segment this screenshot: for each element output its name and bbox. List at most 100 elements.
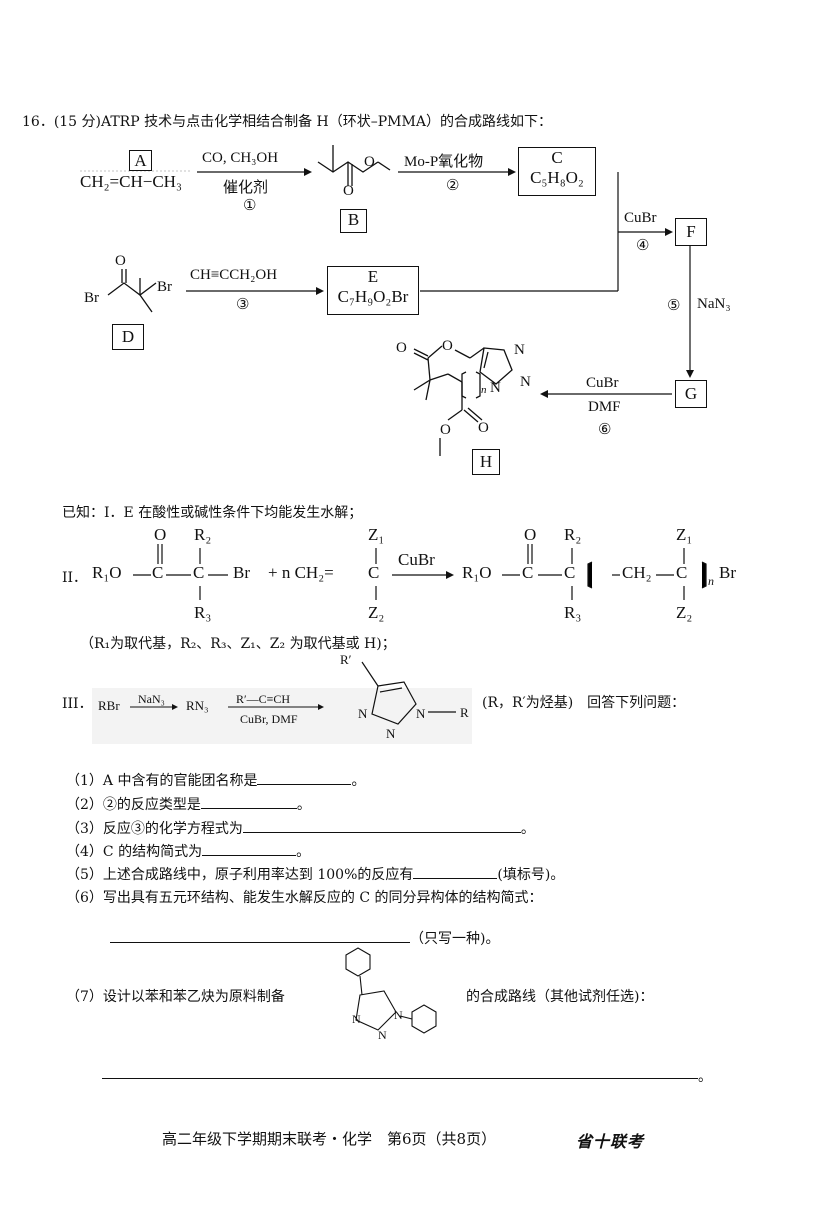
compound-D-bromide: Br	[157, 279, 172, 295]
question-4-text: （4）C 的结构简式为	[66, 844, 203, 860]
known-ii-product-O: O	[524, 525, 537, 544]
q7-target-molecule	[345, 947, 437, 1034]
compound-H-N1: N	[514, 342, 525, 358]
known-iii-note: (R，R′为烃基) 回答下列问题：	[482, 695, 686, 711]
known-ii-Z1: Z₁	[368, 525, 385, 544]
known-ii-product-R3: R₃	[564, 603, 582, 622]
compound-H-N2: N	[520, 374, 531, 390]
known-ii-product-CH2: CH₂	[622, 563, 652, 582]
compound-B-oxygen: O	[343, 183, 354, 199]
known-iii-RN3: RN₃	[186, 698, 209, 713]
box-H: H	[472, 449, 500, 475]
question-3-end: 。	[520, 821, 535, 837]
page-footer: 高二年级下学期期末联考・化学 第6页（共8页）	[162, 1130, 497, 1148]
answer-blank-6[interactable]	[110, 928, 410, 943]
known-iii-R: R	[460, 705, 469, 720]
box-C-formula: C₅H₈O₂	[530, 167, 584, 187]
known-ii-product-C2: C	[564, 563, 576, 582]
known-ii-R3: R₃	[194, 603, 212, 622]
known-iii-conditions: CuBr, DMF	[240, 712, 298, 726]
question-5: （5）上述合成路线中，原子利用率达到 100%的反应有(填标号)。	[66, 864, 564, 884]
footer-stamp: 省十联考	[576, 1132, 645, 1151]
reaction-6-reagent: CuBr	[586, 375, 619, 391]
question-4-end: 。	[296, 844, 311, 860]
answer-blank-1[interactable]	[257, 770, 352, 785]
reaction-4-reagent: CuBr	[624, 210, 657, 226]
box-E-label: E	[367, 267, 379, 286]
answer-line-7[interactable]	[102, 1078, 698, 1079]
answer-blank-4[interactable]	[202, 841, 297, 856]
reaction-2-reagent: Mo-P氧化物	[404, 154, 484, 170]
reaction-6-number: ⑥	[598, 422, 612, 438]
box-C-label: C	[551, 148, 563, 167]
compound-H-N3: N	[490, 380, 501, 396]
reaction-1-reagent: CO, CH₃OH	[202, 150, 279, 166]
known-ii-bonds	[133, 544, 707, 600]
known-iii-Rprime: R′	[340, 652, 352, 667]
compound-H-O3: O	[440, 422, 451, 438]
known-ii-note: （R₁为取代基，R₂、R₃、Z₁、Z₂ 为取代基或 H)；	[80, 636, 396, 652]
compound-D-oxygen: O	[115, 253, 126, 269]
answer-blank-5[interactable]	[413, 864, 498, 879]
known-ii-reagent: CuBr	[398, 550, 435, 569]
answer-blank-3[interactable]	[242, 818, 521, 833]
known-ii-C3: C	[368, 563, 380, 582]
reaction-4-number: ④	[636, 238, 650, 254]
box-E: E C₇H₉O₂Br	[327, 266, 419, 315]
known-ii-label: II．	[62, 570, 88, 586]
known-ii-O: O	[154, 525, 167, 544]
known-iii-label: III．	[62, 696, 93, 712]
question-2-end: 。	[296, 797, 311, 813]
known-i: 已知：I．E 在酸性或碱性条件下均能发生水解；	[62, 505, 363, 521]
known-iii-NaN3: NaN₃	[138, 692, 165, 706]
compound-H-O4: O	[478, 420, 489, 436]
question-1: （1）A 中含有的官能团名称是 。	[66, 770, 365, 790]
known-ii-product-Z2: Z₂	[676, 603, 693, 622]
known-ii-product-C1: C	[522, 563, 534, 582]
box-D: D	[112, 324, 144, 350]
box-G: G	[675, 380, 707, 408]
compound-B-ester-oxygen: O	[364, 154, 375, 170]
box-E-formula: C₇H₉O₂Br	[337, 286, 409, 306]
question-1-end: 。	[351, 773, 366, 789]
answer-blank-2[interactable]	[200, 794, 297, 809]
box-C: C C₅H₈O₂	[518, 147, 596, 196]
question-3: （3）反应③的化学方程式为 。	[66, 818, 535, 838]
known-ii-C2: C	[193, 563, 205, 582]
known-ii-product-Br: Br	[719, 563, 736, 582]
known-ii-product-Z1: Z₁	[676, 525, 693, 544]
known-iii-N1: N	[358, 706, 368, 721]
answer-line-7-end: 。	[698, 1069, 712, 1085]
known-ii-R1O: R₁O	[92, 563, 122, 582]
propene-formula: CH₂=CH−CH₃	[80, 172, 182, 191]
question-5-end: (填标号)。	[497, 867, 565, 883]
box-B: B	[340, 209, 367, 233]
known-ii-monomer: + n CH₂=	[268, 563, 334, 582]
question-1-text: （1）A 中含有的官能团名称是	[66, 773, 258, 789]
reaction-3-number: ③	[236, 297, 250, 313]
reaction-1-number: ①	[243, 198, 257, 214]
known-iii-alkyne: R′—C≡CH	[236, 692, 291, 706]
known-ii-Br: Br	[233, 563, 250, 582]
question-3-text: （3）反应③的化学方程式为	[66, 821, 243, 837]
reaction-3-reagent: CH≡CCH₂OH	[190, 267, 278, 283]
triazole-iii	[361, 661, 456, 725]
known-ii-Z2: Z₂	[368, 603, 385, 622]
compound-H-O1: O	[396, 340, 407, 356]
known-iii-N3: N	[416, 706, 426, 721]
question-header: 16．(15 分)ATRP 技术与点击化学相结合制备 H（环状–PMMA）的合成…	[22, 114, 552, 130]
question-2: （2）②的反应类型是。	[66, 794, 311, 814]
question-7-suffix: 的合成路线（其他试剂任选)：	[466, 989, 654, 1005]
question-6: （6）写出具有五元环结构、能发生水解反应的 C 的同分异构体的结构简式：	[66, 887, 543, 907]
known-iii-RBr: RBr	[98, 698, 120, 713]
q7-N1: N	[352, 1012, 361, 1026]
reaction-5-reagent: NaN₃	[697, 296, 731, 312]
compound-H-n: n	[481, 384, 487, 396]
reaction-2-number: ②	[446, 178, 460, 194]
compound-H-structure	[413, 345, 513, 456]
reaction-5-number: ⑤	[667, 298, 681, 314]
question-6-text: （6）写出具有五元环结构、能发生水解反应的 C 的同分异构体的结构简式：	[66, 890, 543, 906]
q7-N2: N	[378, 1028, 387, 1042]
question-6-tail: （只写一种)。	[410, 931, 500, 947]
